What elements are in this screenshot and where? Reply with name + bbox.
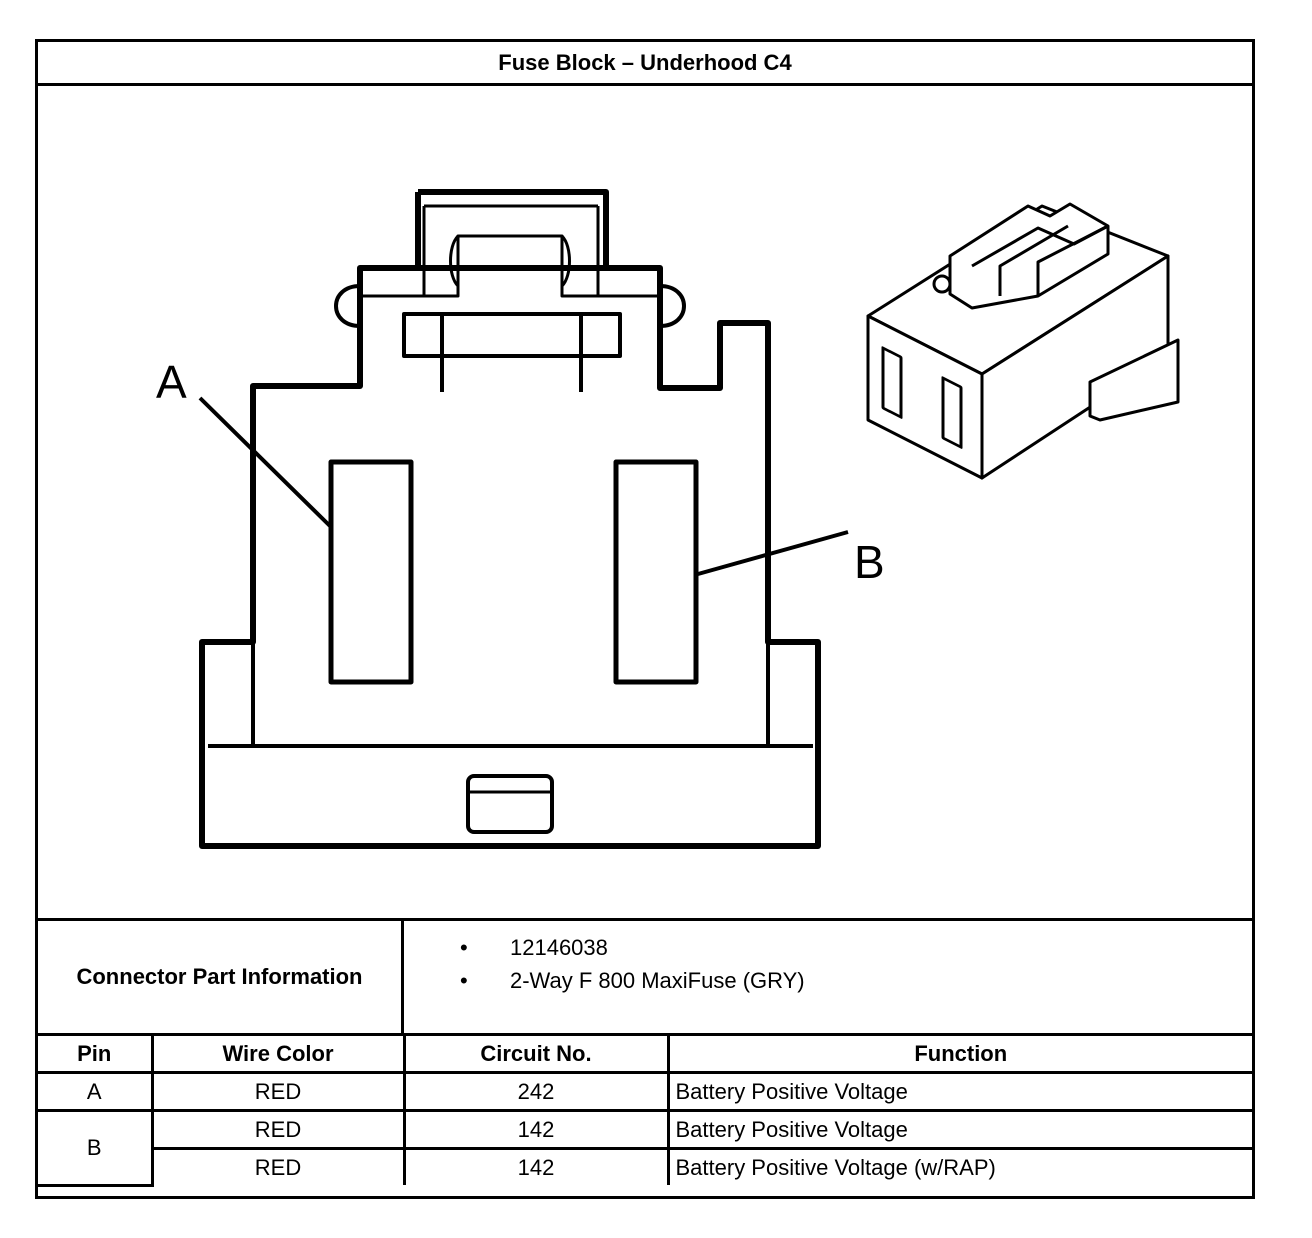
circuit-cell: 142 bbox=[402, 1109, 670, 1150]
connector-body-outline bbox=[199, 265, 821, 849]
top-latch-inner bbox=[402, 312, 622, 358]
part-description: 2-Way F 800 MaxiFuse (GRY) bbox=[510, 968, 805, 993]
cavity-b bbox=[613, 459, 699, 685]
pin-cell: B bbox=[38, 1109, 154, 1187]
bullet-icon: • bbox=[460, 968, 468, 993]
part-info-label: Connector Part Information bbox=[38, 921, 404, 1033]
top-latch-housing bbox=[418, 189, 609, 268]
circuit-cell: 142 bbox=[402, 1147, 670, 1185]
iso-latch bbox=[948, 202, 1110, 310]
leader-a bbox=[198, 396, 332, 528]
wire-color-cell: RED bbox=[150, 1147, 406, 1185]
header-circuit-no: Circuit No. bbox=[402, 1036, 670, 1074]
latch-left-ear bbox=[334, 284, 361, 328]
callout-b: B bbox=[854, 536, 885, 588]
part-info-item: • 12146038 bbox=[404, 931, 805, 964]
function-cell: Battery Positive Voltage bbox=[666, 1071, 1252, 1112]
function-cell: Battery Positive Voltage (w/RAP) bbox=[666, 1147, 1252, 1185]
table-row: RED 142 Battery Positive Voltage (w/RAP) bbox=[38, 1147, 1252, 1185]
wire-color-cell: RED bbox=[150, 1071, 406, 1112]
connector-sheet: Fuse Block – Underhood C4 bbox=[35, 39, 1255, 1199]
connector-drawing: A B bbox=[38, 86, 1252, 918]
latch-right-ear bbox=[659, 284, 686, 328]
function-cell: Battery Positive Voltage bbox=[666, 1109, 1252, 1150]
pinout-table: Pin Wire Color Circuit No. Function A RE… bbox=[38, 1036, 1252, 1187]
connector-part-info-row: Connector Part Information • 12146038 • … bbox=[38, 918, 1252, 1036]
circuit-cell: 242 bbox=[402, 1071, 670, 1112]
callout-a: A bbox=[156, 356, 187, 408]
header-wire-color: Wire Color bbox=[150, 1036, 406, 1074]
sheet-title: Fuse Block – Underhood C4 bbox=[38, 42, 1252, 86]
iso-side-tab bbox=[1088, 338, 1180, 422]
header-pin: Pin bbox=[38, 1036, 154, 1074]
connector-isometric-view bbox=[866, 202, 1180, 480]
part-info-item: • 2-Way F 800 MaxiFuse (GRY) bbox=[404, 964, 805, 997]
header-function: Function bbox=[666, 1036, 1252, 1074]
table-row: A RED 242 Battery Positive Voltage bbox=[38, 1071, 1252, 1112]
table-header-row: Pin Wire Color Circuit No. Function bbox=[38, 1036, 1252, 1074]
iso-slot-right bbox=[941, 376, 963, 449]
part-number: 12146038 bbox=[510, 935, 608, 960]
table-row: B RED 142 Battery Positive Voltage bbox=[38, 1109, 1252, 1187]
latch-tab bbox=[466, 774, 554, 834]
pin-cell: A bbox=[38, 1071, 154, 1112]
iso-slot-left bbox=[881, 346, 903, 419]
bullet-icon: • bbox=[460, 935, 468, 960]
connector-face-svg: A B bbox=[156, 189, 1180, 849]
leader-b bbox=[697, 530, 849, 576]
wire-color-cell: RED bbox=[150, 1109, 406, 1150]
cavity-a bbox=[328, 459, 414, 685]
part-info-list: • 12146038 • 2-Way F 800 MaxiFuse (GRY) bbox=[404, 931, 805, 997]
